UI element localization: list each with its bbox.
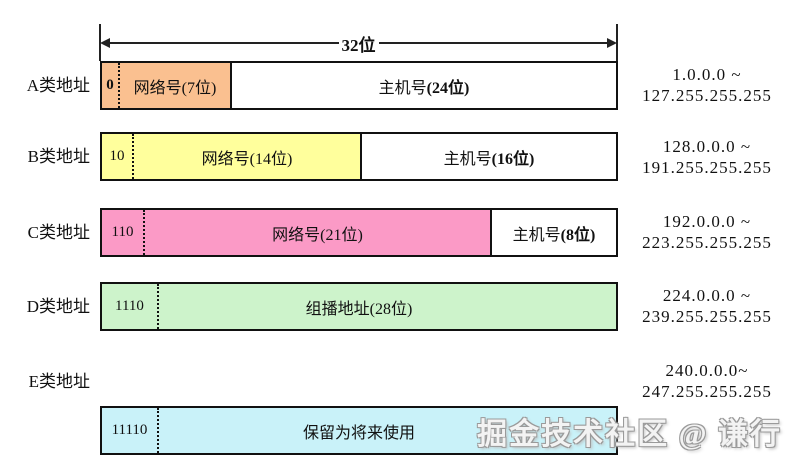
range-end: 191.255.255.255 [642, 158, 772, 177]
range-start: 1.0.0.0 ~ [672, 65, 742, 84]
class-e-box: 11110 保留为将来使用 [100, 406, 618, 455]
class-b-label: B类地址 [27, 147, 90, 166]
host-label: 主机号 [512, 226, 561, 244]
class-d-multicast-segment: 组播地址(28位) [305, 300, 413, 318]
class-b-range: 128.0.0.0 ~ 191.255.255.255 [622, 136, 792, 178]
dimension-tick-right [616, 24, 618, 61]
range-start: 224.0.0.0 ~ [662, 286, 752, 305]
range-start: 240.0.0.0~ [665, 361, 749, 380]
class-a-network-segment: 网络号(7位) [120, 63, 230, 108]
range-start: 128.0.0.0 ~ [662, 137, 752, 156]
range-start: 192.0.0.0 ~ [662, 212, 752, 231]
class-a-box: 0 网络号(7位) 主机号(24位) [100, 61, 618, 110]
class-d-label: D类地址 [26, 297, 90, 316]
range-end: 247.255.255.255 [642, 382, 772, 401]
host-bits-label: (16位) [491, 150, 535, 168]
class-c-range: 192.0.0.0 ~ 223.255.255.255 [622, 211, 792, 253]
host-label: 主机号 [443, 150, 492, 168]
class-c-label: C类地址 [27, 223, 90, 242]
range-end: 239.255.255.255 [642, 307, 772, 326]
class-e-label: E类地址 [28, 372, 90, 391]
class-d-range: 224.0.0.0 ~ 239.255.255.255 [622, 285, 792, 327]
bit-width-label: 32位 [341, 35, 376, 55]
class-b-network-segment: 网络号(14位) [134, 134, 360, 179]
class-a-label: A类地址 [26, 76, 90, 95]
class-c-network-segment: 网络号(21位) [145, 210, 490, 255]
watermark: 掘金技术社区 @ 谦行 [477, 418, 782, 451]
host-bits-label: (8位) [560, 226, 596, 244]
class-b-box: 10 网络号(14位) 主机号(16位) [100, 132, 618, 181]
arrowhead-right-icon [607, 38, 617, 48]
class-c-box: 110 网络号(21位) 主机号(8位) [100, 208, 618, 257]
arrow-line [110, 42, 339, 44]
class-b-prefix-bits: 10 [102, 134, 134, 179]
class-d-prefix-bits: 1110 [102, 284, 159, 329]
class-c-host-segment: 主机号(8位) [490, 210, 616, 255]
bit-width-arrow: 32位 [100, 33, 617, 55]
class-d-box: 1110 组播地址(28位) [100, 282, 618, 331]
range-end: 127.255.255.255 [642, 86, 772, 105]
host-bits-label: (24位) [426, 79, 470, 97]
class-c-prefix-bits: 110 [102, 210, 145, 255]
arrowhead-left-icon [100, 38, 110, 48]
class-e-range: 240.0.0.0~ 247.255.255.255 [622, 360, 792, 402]
class-a-prefix-bits: 0 [102, 63, 120, 108]
arrow-line [378, 42, 607, 44]
class-b-host-segment: 主机号(16位) [360, 134, 616, 179]
class-a-host-segment: 主机号(24位) [230, 63, 616, 108]
class-e-reserved-segment: 保留为将来使用 [302, 424, 415, 442]
range-end: 223.255.255.255 [642, 233, 772, 252]
host-label: 主机号 [378, 79, 427, 97]
class-e-prefix-bits: 11110 [102, 408, 159, 453]
class-a-range: 1.0.0.0 ~ 127.255.255.255 [622, 64, 792, 106]
